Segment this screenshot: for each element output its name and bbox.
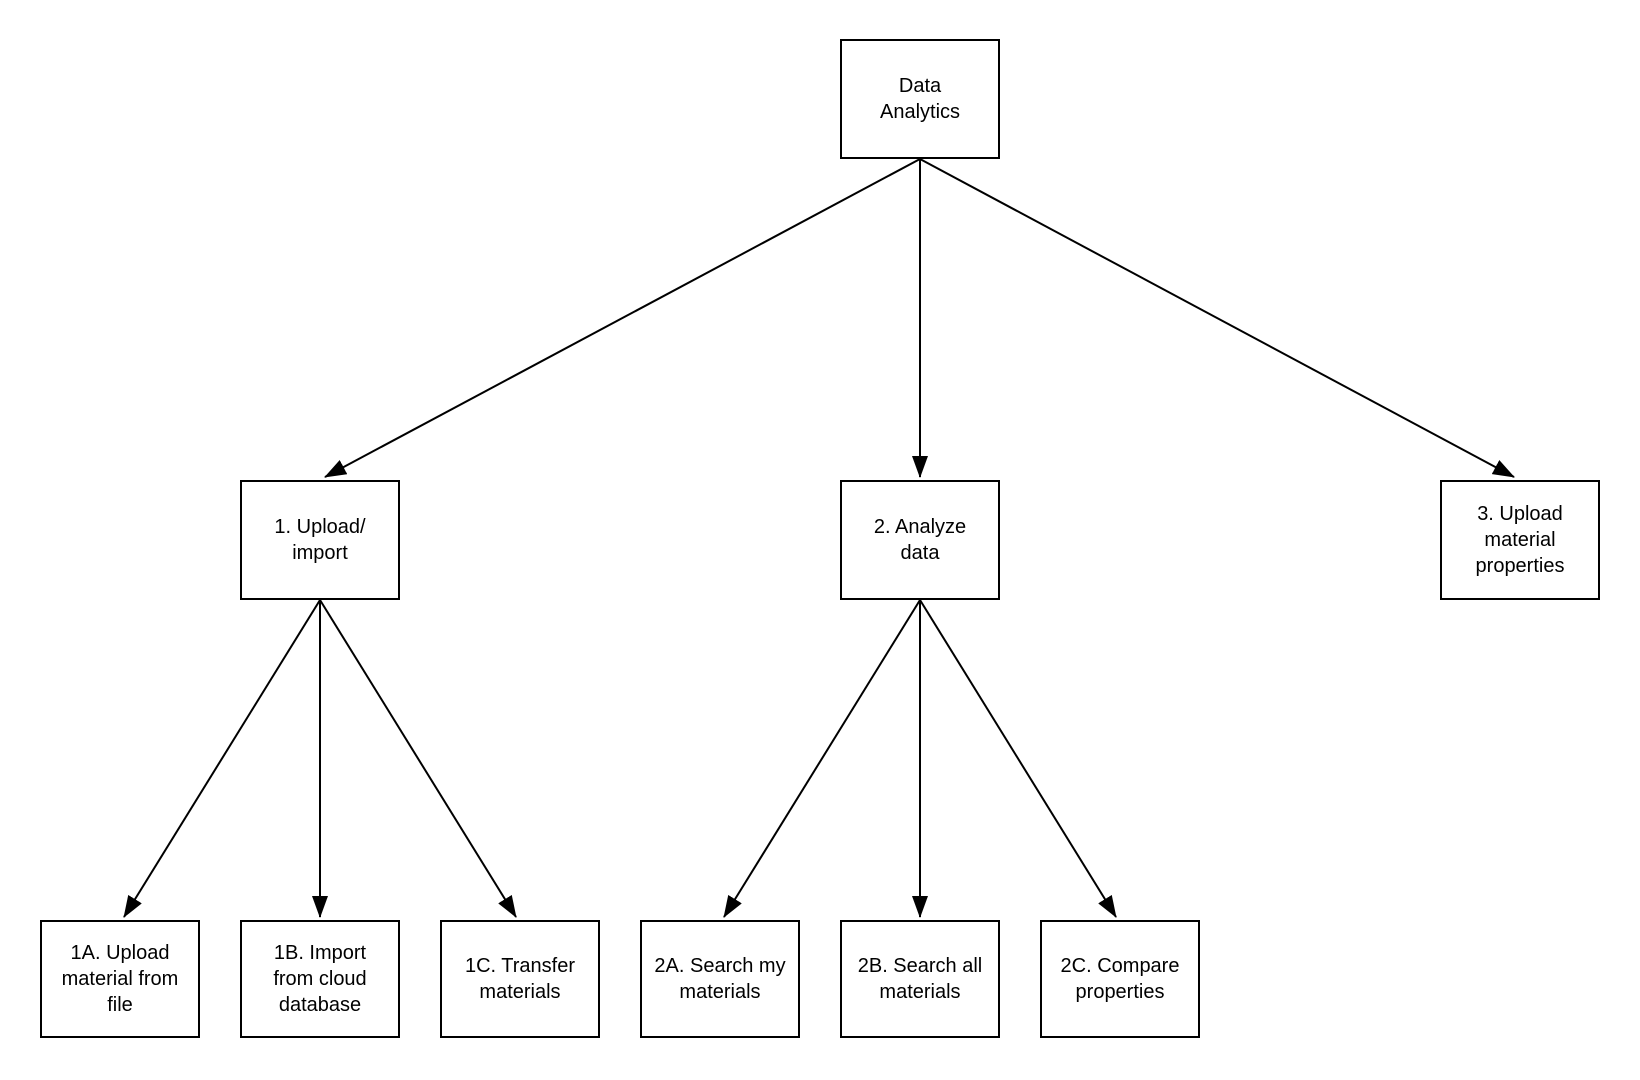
node-upload-import-label: 1. Upload/ import — [274, 516, 366, 564]
node-compare-properties-label: 2C. Compare properties — [1060, 955, 1180, 1003]
node-import-from-cloud-database-label: 1B. Import from cloud database — [273, 942, 367, 1016]
node-upload-material-from-file-label: 1A. Upload material from file — [61, 942, 179, 1016]
edge-analyze-data-to-compare-properties — [919, 599, 1117, 918]
edge-analyze-data-to-search-my-materials — [723, 599, 921, 918]
node-upload-material-properties: 3. Upload material properties — [1440, 480, 1600, 600]
edge-upload-import-to-transfer-materials — [319, 599, 517, 918]
node-analyze-data: 2. Analyze data — [840, 480, 1000, 600]
node-transfer-materials-label: 1C. Transfer materials — [464, 955, 576, 1003]
node-data-analytics: Data Analytics — [840, 39, 1000, 159]
node-search-my-materials: 2A. Search my materials — [640, 920, 800, 1038]
edge-upload-import-to-upload-material-from-file — [123, 599, 321, 918]
node-upload-material-from-file: 1A. Upload material from file — [40, 920, 200, 1038]
node-search-all-materials-label: 2B. Search all materials — [857, 955, 983, 1003]
node-data-analytics-label: Data Analytics — [879, 75, 961, 123]
edge-root-to-upload-material-properties — [919, 158, 1515, 478]
node-analyze-data-label: 2. Analyze data — [873, 516, 967, 564]
node-search-my-materials-label: 2A. Search my materials — [654, 955, 786, 1003]
node-search-all-materials: 2B. Search all materials — [840, 920, 1000, 1038]
node-compare-properties: 2C. Compare properties — [1040, 920, 1200, 1038]
edge-root-to-upload-import — [324, 158, 921, 478]
node-import-from-cloud-database: 1B. Import from cloud database — [240, 920, 400, 1038]
node-transfer-materials: 1C. Transfer materials — [440, 920, 600, 1038]
node-upload-import: 1. Upload/ import — [240, 480, 400, 600]
node-upload-material-properties-label: 3. Upload material properties — [1475, 503, 1565, 577]
